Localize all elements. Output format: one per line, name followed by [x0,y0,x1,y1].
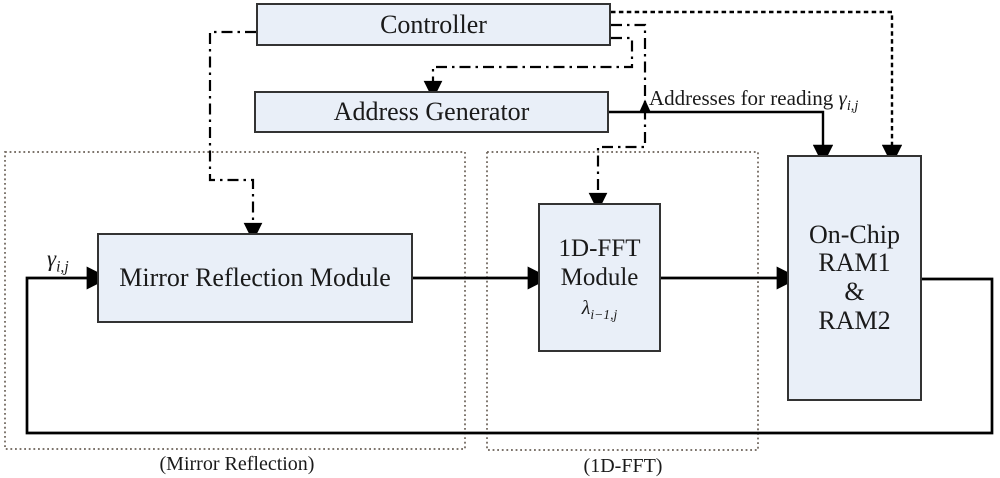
fft-module-block: 1D-FFT Module λi−1,j [538,203,661,352]
mirror-region-caption: (Mirror Reflection) [159,453,315,475]
fft-module-subtitle: Module [560,263,639,291]
mirror-reflection-module-label: Mirror Reflection Module [119,263,391,293]
address-generator-block: Address Generator [254,91,609,133]
controller-to-ram-dashed-line [611,10,903,166]
fft-module-title: 1D-FFT [558,234,641,262]
mirror-region-border [4,151,466,450]
fft-region-border [486,151,759,451]
ram-label-line2: RAM1 [818,248,891,278]
address-generator-label: Address Generator [333,97,530,127]
feedback-loop-line [25,266,994,435]
fft-region-caption: (1D-FFT) [583,455,663,477]
controller-to-address-generator-control-line [423,36,634,100]
input-signal-label: γi,j [47,246,69,276]
on-chip-ram-block: On-Chip RAM1 & RAM2 [787,155,922,401]
fft-output-symbol: λi−1,j [581,297,618,323]
ram-label-line1: On-Chip [809,219,900,249]
address-to-ram-arrow [609,110,834,166]
mirror-reflection-module-block: Mirror Reflection Module [97,233,413,323]
controller-to-mirror-control-line [208,30,263,242]
ram-label-line4: RAM2 [818,305,891,335]
controller-block: Controller [256,3,611,46]
address-bus-label: Addresses for reading γi,j [649,86,859,115]
ram-label-line3: & [844,277,865,306]
controller-label: Controller [380,9,487,39]
address-junction-up-arrow [639,99,651,112]
controller-to-fft-control-line [588,23,647,212]
